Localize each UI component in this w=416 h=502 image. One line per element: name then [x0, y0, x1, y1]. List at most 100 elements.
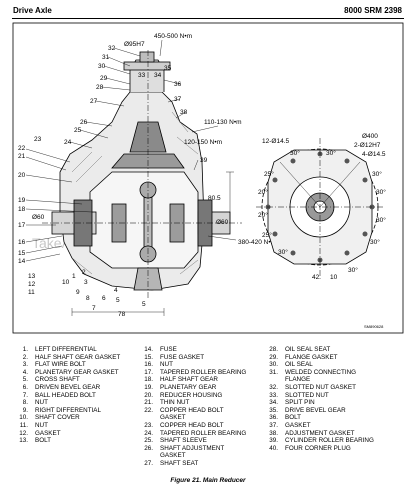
- callout-30: 30: [98, 63, 106, 70]
- legend-item: 40.FOUR CORNER PLUG: [266, 445, 406, 453]
- legend-item: 30.OIL SEAL: [266, 361, 406, 369]
- angle-25-b: 25°: [262, 231, 272, 239]
- angle-20-a: 20°: [258, 188, 268, 196]
- legend-column-2: 14.FUSE 15.FUSE GASKET 16.NUT 17.TAPERED…: [141, 346, 261, 468]
- legend-number: 13.: [19, 437, 28, 445]
- torque-top: 450-500 N•m: [154, 33, 192, 40]
- legend-number: 7.: [22, 391, 28, 399]
- legend-number: 16.: [144, 361, 153, 369]
- legend-item: 10.SHAFT COVER: [16, 414, 136, 422]
- callout-10: 10: [62, 279, 70, 286]
- legend-text: THIN NUT: [160, 399, 190, 407]
- legend-item: 35. DRIVE BEVEL GEAR: [266, 407, 406, 415]
- legend-text: NUT: [35, 399, 48, 407]
- callout-4: 4: [114, 287, 118, 294]
- angle-30-f: 30°: [370, 238, 380, 246]
- legend-item: 16. NUT: [141, 361, 261, 369]
- angle-30-g: 30°: [278, 248, 288, 256]
- callout-24: 24: [64, 139, 72, 146]
- legend-number: 24.: [144, 429, 153, 437]
- legend-text: BALL HEADED BOLT: [35, 391, 96, 399]
- callout-32: 32: [108, 45, 116, 52]
- legend-text: FOUR CORNER PLUG: [285, 444, 351, 452]
- legend-item: 5.CROSS SHAFT: [16, 376, 136, 384]
- legend-text: FUSE: [160, 346, 177, 353]
- legend-number: 17.: [144, 368, 153, 376]
- legend-text: SLOTTED NUT GASKET: [285, 383, 356, 391]
- legend-text: ADJUSTMENT GASKET: [285, 429, 355, 437]
- callout-1: 1: [72, 273, 76, 280]
- legend-number: [141, 414, 153, 422]
- angle-30-b: 30°: [326, 149, 336, 157]
- dim-o60-left: Ø60: [32, 214, 45, 221]
- legend-text: GASKET: [160, 452, 186, 460]
- header-rule: [12, 18, 404, 19]
- legend-item: 27.SHAFT SEAT: [141, 460, 261, 468]
- legend-item: 21. THIN NUT: [141, 399, 261, 407]
- legend-number: 35.: [269, 406, 278, 414]
- callout-26: 26: [80, 119, 88, 126]
- legend-text: SPLIT PIN: [285, 399, 315, 407]
- legend-item: 6.DRIVEN BEVEL GEAR: [16, 384, 136, 392]
- legend-number: 22.: [144, 406, 153, 414]
- callout-35: 35: [164, 65, 172, 72]
- callout-12: 12: [28, 281, 36, 288]
- legend-text: COPPER HEAD BOLT: [160, 421, 224, 429]
- label-o400: Ø400: [362, 133, 378, 140]
- legend-item: 9.RIGHT DIFFERENTIAL: [16, 407, 136, 415]
- legend-item: 7. BALL HEADED BOLT: [16, 392, 136, 400]
- legend-number: 34.: [269, 399, 278, 407]
- legend-text: FLANGE: [285, 376, 311, 384]
- legend-number: 32.: [269, 383, 278, 391]
- legend-item: 24.TAPERED ROLLER BEARING: [141, 430, 261, 438]
- angle-25-a: 25°: [264, 170, 274, 178]
- legend-text: OIL SEAL: [285, 361, 313, 369]
- legend-item: 3.FLAT WIRE BOLT: [16, 361, 136, 369]
- callout-8: 8: [86, 295, 90, 302]
- legend-item: GASKET: [141, 414, 261, 422]
- legend-number: 38.: [269, 429, 278, 437]
- legend-number: 4.: [22, 368, 28, 376]
- callout-28: 28: [96, 84, 104, 91]
- legend-item: 33.SLOTTED NUT: [266, 392, 406, 400]
- leader-lines: [25, 47, 199, 262]
- legend-text: NUT: [160, 361, 173, 369]
- legend-text: SHAFT SEAT: [160, 459, 199, 467]
- legend-item: 20.REDUCER HOUSING: [141, 392, 261, 400]
- legend-item: 14.FUSE: [141, 346, 261, 354]
- figure-code: SM890628: [364, 324, 384, 329]
- main-reducer-drawing: TakeAManual.com: [12, 22, 404, 334]
- legend-number: 39.: [269, 437, 278, 445]
- legend-item: 37. GASKET: [266, 422, 406, 430]
- legend-number: 37.: [269, 421, 278, 429]
- callout-23: 23: [34, 136, 42, 143]
- legend-number: [266, 376, 278, 384]
- flange-view-labels: 12-Ø14.5 Ø400 2-Ø12H7 4-Ø14.5 30° 30° 25…: [258, 133, 386, 281]
- legend-item: 26.SHAFT ADJUSTMENT: [141, 445, 261, 453]
- legend-number: 21.: [144, 399, 153, 407]
- legend-text: NUT: [35, 421, 48, 429]
- legend-number: [141, 452, 153, 460]
- legend-text: GASKET: [285, 421, 311, 429]
- sectional-view: [42, 50, 242, 300]
- legend-number: 28.: [269, 346, 278, 353]
- legend-text: COPPER HEAD BOLT: [160, 406, 224, 414]
- legend-item: 34. SPLIT PIN: [266, 399, 406, 407]
- legend-text: SLOTTED NUT: [285, 391, 329, 399]
- legend-text: LEFT DIFFERENTIAL: [35, 346, 97, 353]
- legend-text: RIGHT DIFFERENTIAL: [35, 406, 102, 414]
- dimensions-group: Ø95H7 450-500 N•m 110-130 N•m 120-150 N•…: [32, 33, 276, 318]
- legend-text: DRIVE BEVEL GEAR: [285, 406, 346, 414]
- legend-number: 36.: [269, 414, 278, 422]
- callout-19: 19: [18, 197, 26, 204]
- legend-item: 29.FLANGE GASKET: [266, 354, 406, 362]
- callout-11: 11: [28, 289, 35, 296]
- legend-number: 2.: [22, 353, 28, 361]
- legend-number: 12.: [19, 429, 28, 437]
- legend-item: 28.OIL SEAL SEAT: [266, 346, 406, 354]
- legend-item: 25.SHAFT SLEEVE: [141, 437, 261, 445]
- callout-36: 36: [174, 81, 182, 88]
- legend-number: 29.: [269, 353, 278, 361]
- legend-item: 13.BOLT: [16, 437, 136, 445]
- callout-20: 20: [18, 172, 26, 179]
